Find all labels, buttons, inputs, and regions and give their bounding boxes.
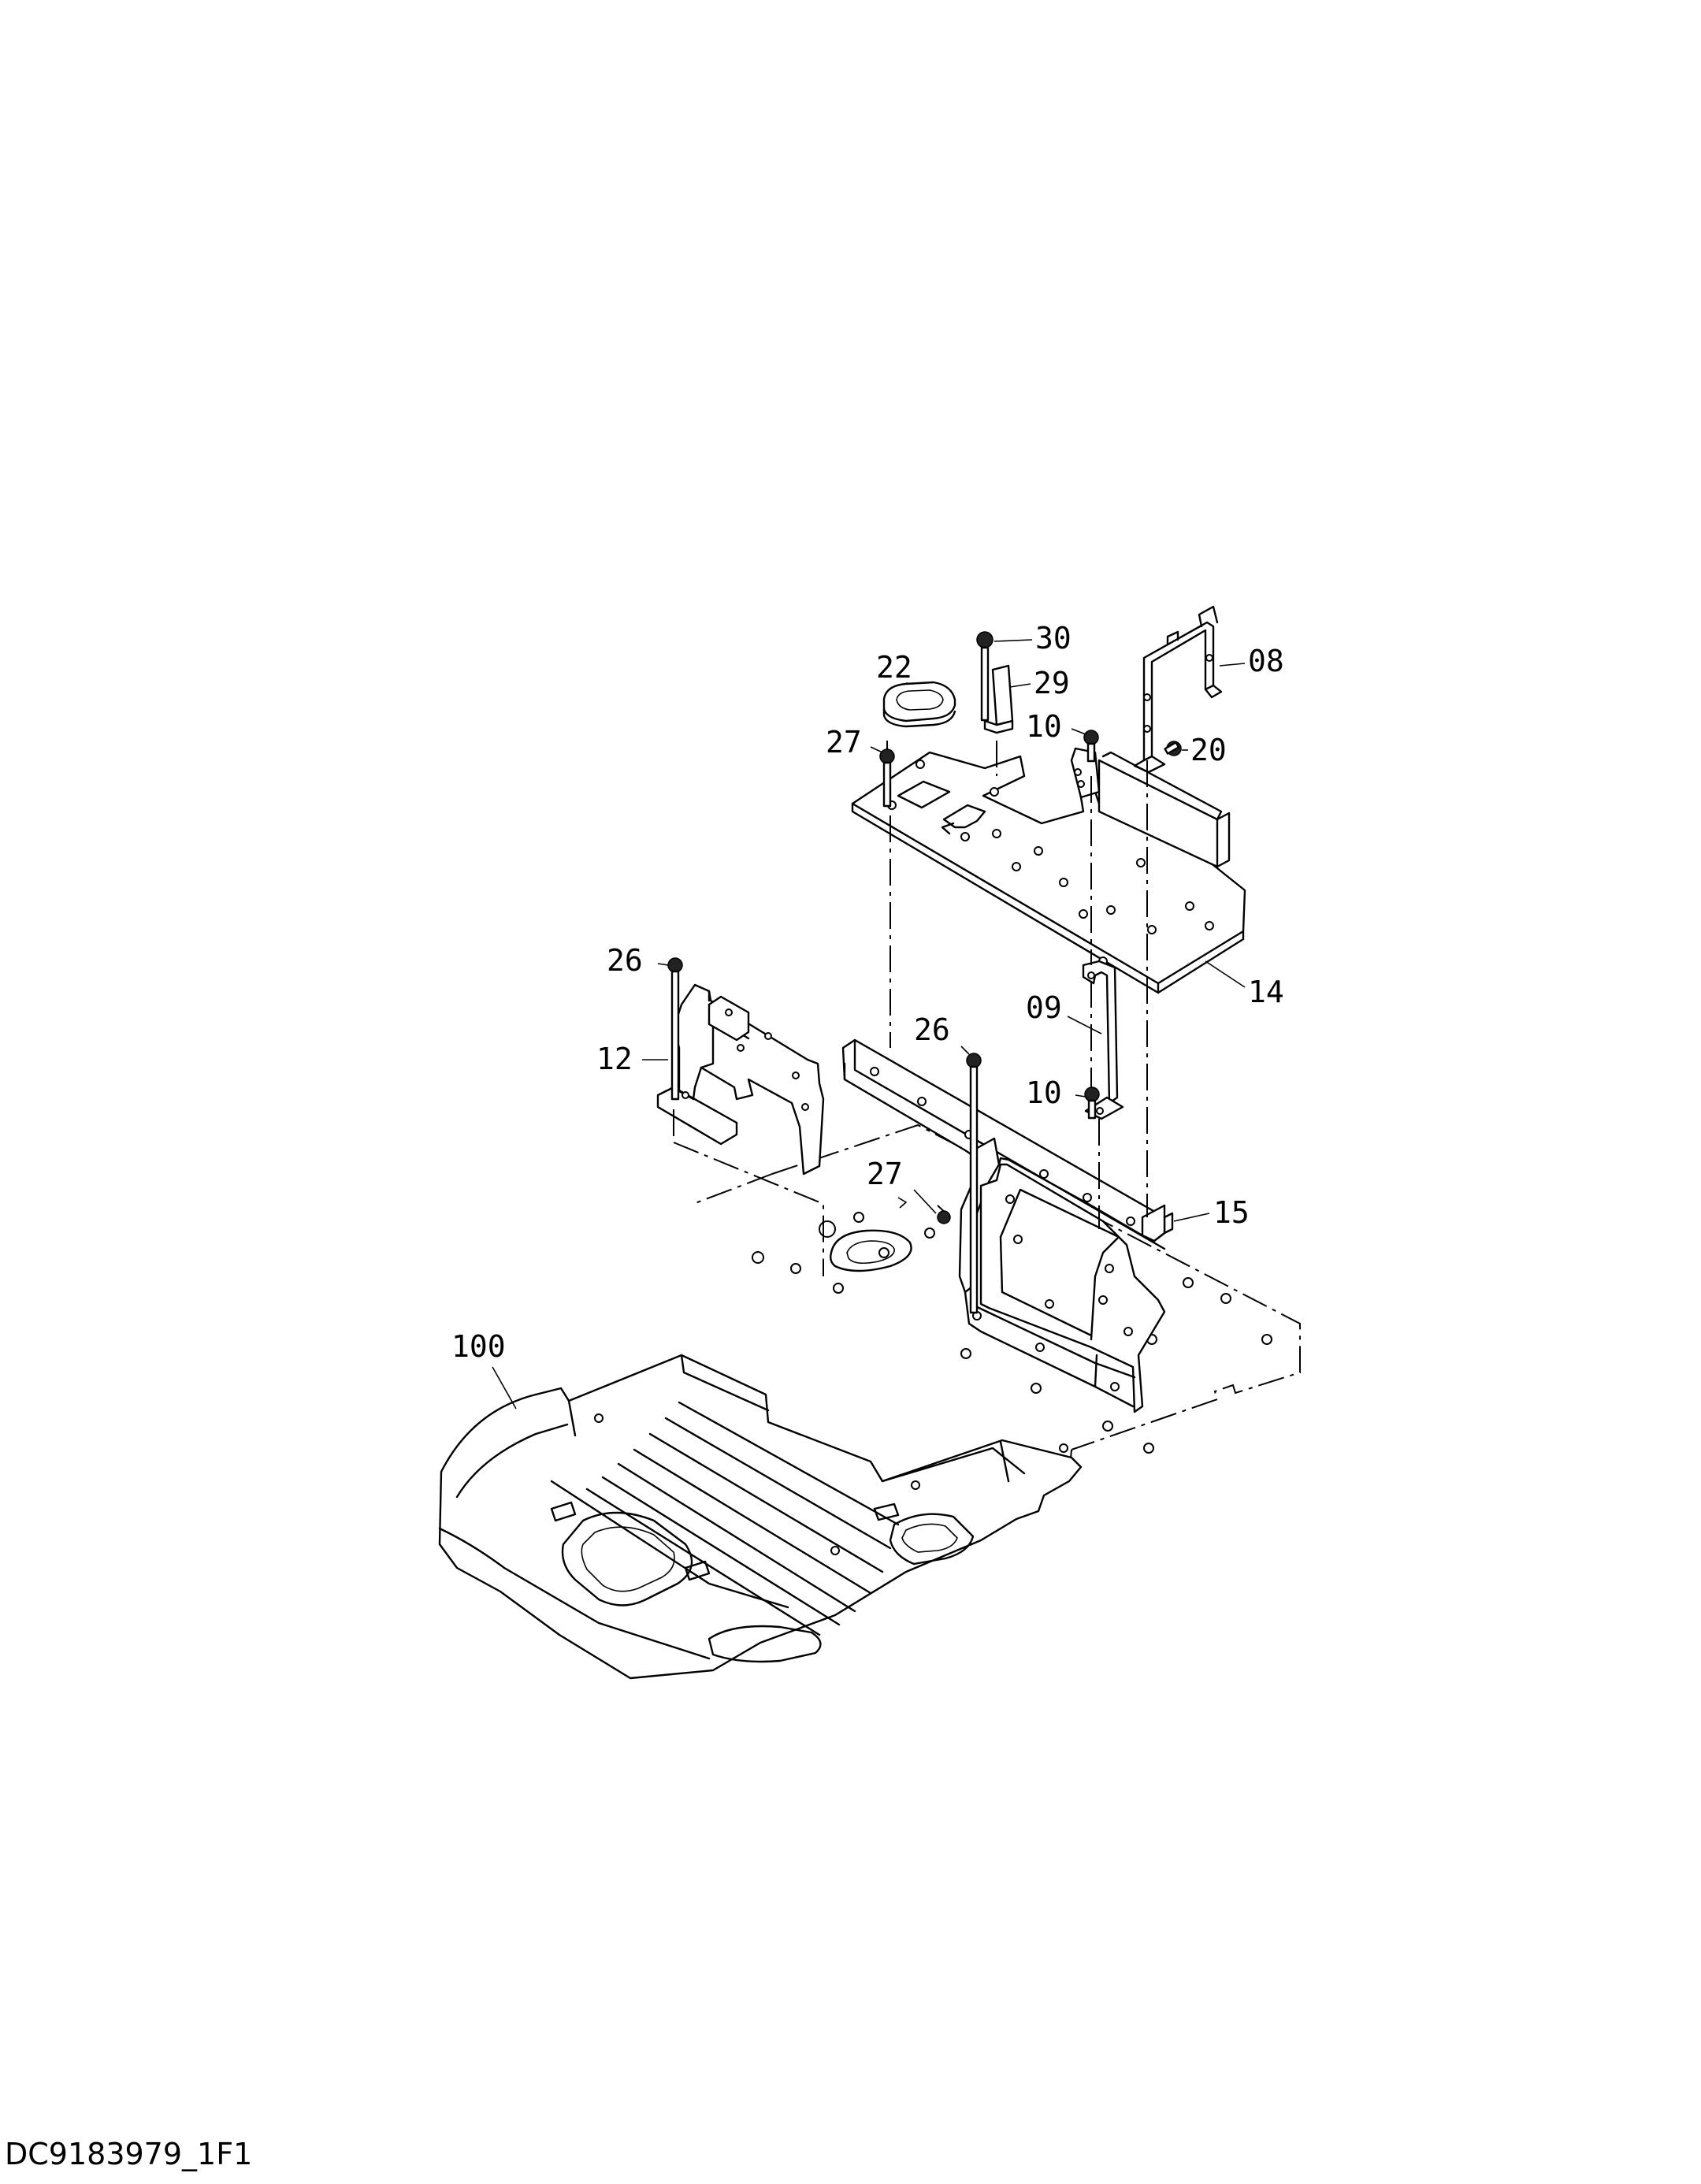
callouts: 30 22 29 08 27 10 20 26 14 09 12 26 10 2… (451, 621, 1284, 1364)
strip (983, 664, 1014, 734)
callout-14: 14 (1248, 975, 1284, 1009)
callout-09: 09 (1026, 990, 1062, 1025)
drawing-code: DC9183979_1F1 (5, 2137, 253, 2171)
callout-30: 30 (1035, 621, 1071, 656)
callout-12: 12 (596, 1042, 633, 1076)
upper-panel (851, 747, 1246, 994)
callout-10-lower: 10 (1026, 1075, 1062, 1110)
callout-20: 20 (1190, 733, 1227, 767)
floor-access-cover (829, 1197, 912, 1272)
bracket-08 (1133, 605, 1223, 774)
callout-10-upper: 10 (1026, 709, 1062, 744)
callout-27-upper: 27 (826, 725, 862, 760)
frame-15 (841, 1038, 1174, 1413)
callout-100: 100 (451, 1329, 506, 1364)
callout-27-lower: 27 (867, 1157, 903, 1191)
callout-26-left: 26 (607, 943, 643, 978)
side-cover-12 (656, 983, 825, 1176)
callout-22: 22 (876, 650, 912, 685)
callout-15: 15 (1213, 1195, 1250, 1230)
callout-08: 08 (1248, 644, 1284, 678)
floor-mat (438, 1354, 1083, 1680)
leader-lines (492, 639, 1246, 1410)
callout-29: 29 (1034, 666, 1070, 700)
callout-26-center: 26 (914, 1012, 950, 1047)
grommet (882, 681, 956, 728)
